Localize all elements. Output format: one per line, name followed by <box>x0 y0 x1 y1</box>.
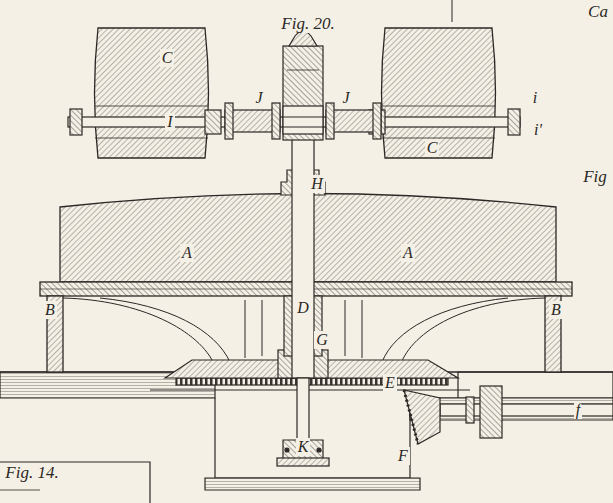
support-arches-part <box>63 298 215 366</box>
roller-axle-part <box>326 103 334 139</box>
part-letter: H <box>309 175 325 193</box>
part-letter: C <box>425 139 440 157</box>
part-letter: K <box>296 438 311 456</box>
support-arches-part <box>345 300 346 356</box>
rollers-part <box>95 28 209 158</box>
foundation-part <box>215 398 410 478</box>
figure-label: Ca <box>586 2 610 21</box>
pinion-part <box>466 397 474 423</box>
vertical-shaft-part <box>317 448 321 452</box>
figure-label: Fig. 20. <box>279 14 336 33</box>
roller-axle-part <box>205 110 221 134</box>
rollers <box>95 28 496 158</box>
roller-axle-part <box>373 103 381 139</box>
pinion-part <box>480 386 502 438</box>
bevel-wheel-part <box>176 378 448 385</box>
roller-axle-part <box>272 103 280 139</box>
sheet-lines-part <box>0 462 150 503</box>
part-letter: i' <box>532 121 544 139</box>
part-letter: J <box>253 89 264 107</box>
pinion <box>404 386 613 444</box>
figure-label: Fig <box>581 167 609 186</box>
support-arches-part <box>400 298 545 366</box>
roller-axle-part <box>283 46 323 140</box>
part-letter: F <box>396 447 410 465</box>
foundation-part <box>205 478 420 490</box>
support-arches-part <box>362 300 363 358</box>
vertical-shaft-part <box>277 458 329 466</box>
rollers-part <box>382 106 495 107</box>
rollers-part <box>95 106 208 107</box>
part-letter: B <box>43 301 57 319</box>
vertical-shaft-part <box>297 378 309 440</box>
part-letter: G <box>314 331 330 349</box>
foundation-part <box>150 389 470 390</box>
support-arches-part <box>262 300 263 356</box>
roller-axle-part <box>70 109 82 135</box>
vertical-shaft-part <box>285 448 289 452</box>
part-letter: I <box>165 113 174 131</box>
roller-axle <box>68 31 520 140</box>
part-letter: C <box>160 49 175 67</box>
part-letter: A <box>180 244 194 262</box>
part-letter: f <box>574 401 582 419</box>
pinion-part <box>404 390 418 444</box>
vertical-shaft <box>277 138 329 466</box>
roller-axle-part <box>283 116 323 117</box>
roller-axle-part <box>225 103 233 139</box>
roller-axle-part <box>289 31 317 46</box>
part-letter: B <box>549 301 563 319</box>
part-letter: E <box>383 374 397 392</box>
roller-axle-part <box>287 70 319 71</box>
part-letter: J <box>340 89 351 107</box>
part-letter: i <box>531 89 539 107</box>
roller-axle-part <box>508 109 520 135</box>
pinion-part <box>404 390 440 444</box>
vertical-shaft-part <box>292 138 314 378</box>
rollers-part <box>382 28 496 158</box>
rollers-part <box>95 138 208 139</box>
sheet-lines-part <box>0 490 40 491</box>
roller-axle-part <box>283 126 323 127</box>
roller-axle-part <box>283 106 323 134</box>
foundation <box>0 372 613 490</box>
figure-label: Fig. 14. <box>3 463 60 482</box>
support-arches-part <box>382 298 508 362</box>
support-arches-part <box>245 300 246 358</box>
sheet-lines-part <box>452 0 453 22</box>
part-letter: A <box>401 244 415 262</box>
part-letter: D <box>295 299 311 317</box>
support-arches-part <box>100 298 230 362</box>
